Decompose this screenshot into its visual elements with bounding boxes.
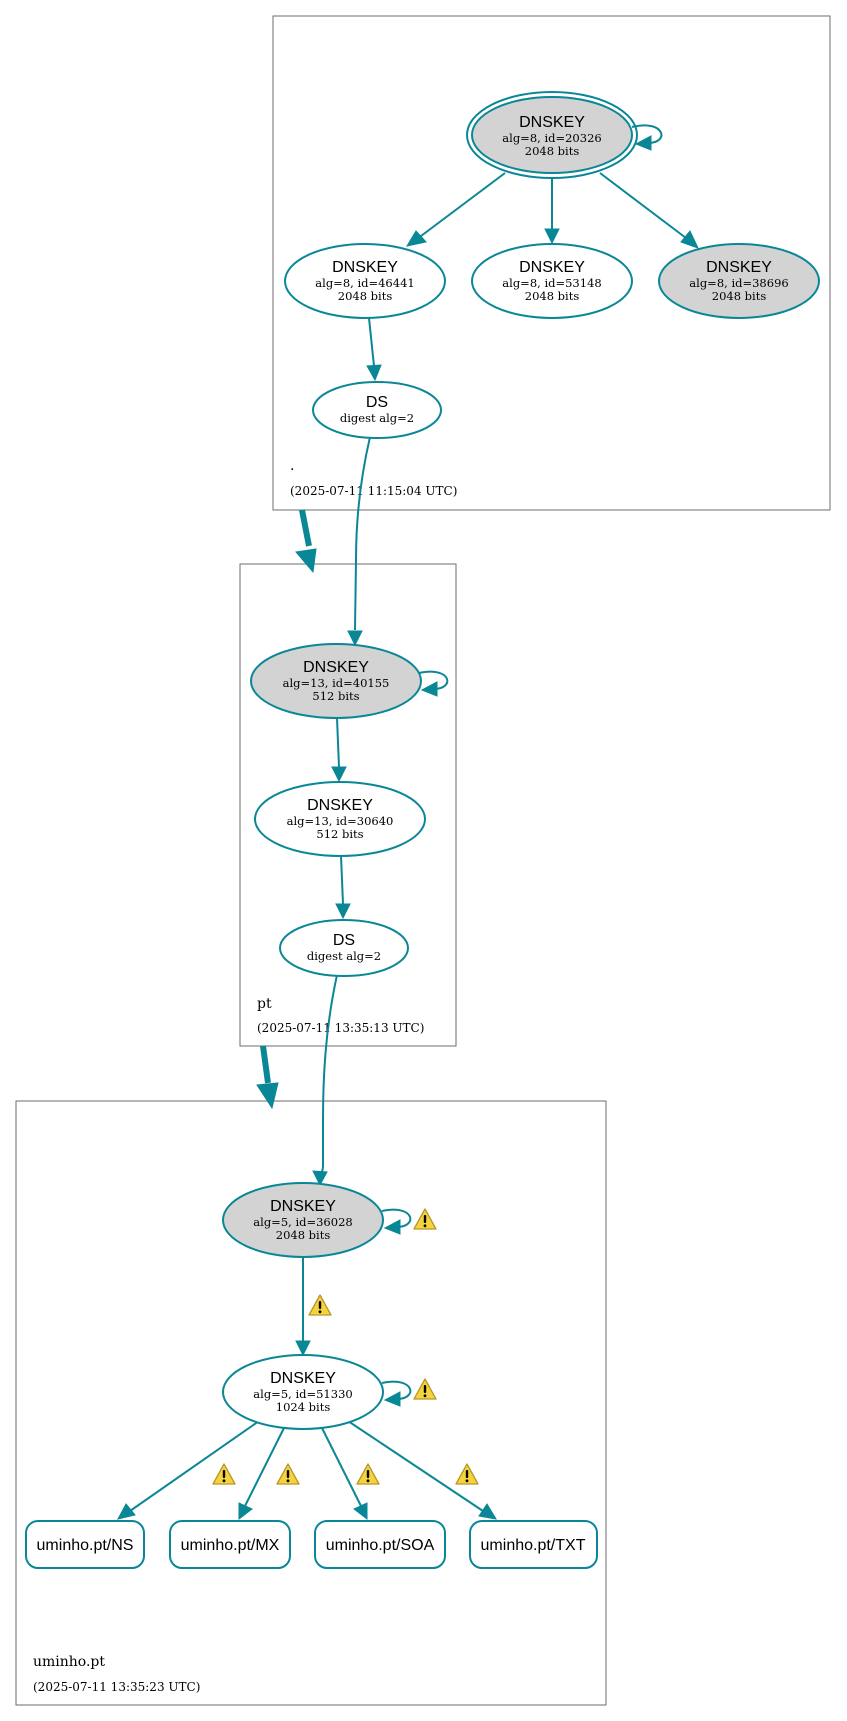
rrset-node-txt[interactable]: uminho.pt/TXT — [469, 1520, 598, 1569]
rrset-label: uminho.pt/NS — [37, 1537, 134, 1554]
ds-title: DS — [333, 932, 355, 949]
dnskey-bits: 2048 bits — [525, 289, 580, 303]
edge-root-ksk-to-k53148 — [544, 178, 560, 245]
edge-uminho-zsk-to-soa — [320, 1425, 368, 1521]
zone-root-name: . — [290, 458, 294, 474]
dnskey-node-46441[interactable]: DNSKEY alg=8, id=46441 2048 bits — [284, 243, 446, 319]
edge-pt-zsk-to-ds — [335, 855, 351, 920]
edge-uminho-ksk-to-zsk — [295, 1257, 311, 1357]
zone-root-timestamp: (2025-07-11 11:15:04 UTC) — [290, 484, 457, 498]
dnskey-node-53148[interactable]: DNSKEY alg=8, id=53148 2048 bits — [471, 243, 633, 319]
edge-pt-ksk-to-zsk — [331, 717, 347, 783]
dnskey-alg-id: alg=8, id=53148 — [502, 276, 601, 290]
edge-root-ds-to-pt-ksk — [347, 436, 371, 647]
dnskey-bits: 2048 bits — [276, 1228, 331, 1242]
ds-title: DS — [366, 394, 388, 411]
rrset-label: uminho.pt/MX — [181, 1537, 280, 1554]
dnskey-title: DNSKEY — [303, 659, 369, 676]
dnskey-bits: 2048 bits — [712, 289, 767, 303]
dnskey-alg-id: alg=8, id=38696 — [689, 276, 788, 290]
zone-uminho-timestamp: (2025-07-11 13:35:23 UTC) — [33, 1680, 200, 1694]
dnskey-title: DNSKEY — [270, 1198, 336, 1215]
dnskey-node-40155[interactable]: DNSKEY alg=13, id=40155 512 bits — [250, 643, 422, 719]
dnskey-node-36028[interactable]: DNSKEY alg=5, id=36028 2048 bits — [222, 1182, 384, 1258]
rrset-node-soa[interactable]: uminho.pt/SOA — [314, 1520, 446, 1569]
dnskey-title: DNSKEY — [519, 114, 585, 131]
ds-digest-alg: digest alg=2 — [307, 949, 381, 963]
delegation-arrow-pt-uminho — [256, 1045, 279, 1110]
dnskey-bits: 1024 bits — [276, 1400, 331, 1414]
ds-digest-alg: digest alg=2 — [340, 411, 414, 425]
dnskey-alg-id: alg=5, id=51330 — [253, 1387, 352, 1401]
ds-node-root[interactable]: DS digest alg=2 — [312, 381, 442, 439]
dnskey-alg-id: alg=13, id=30640 — [287, 814, 394, 828]
dnskey-title: DNSKEY — [270, 1370, 336, 1387]
edge-root-k46441-to-ds — [366, 317, 382, 382]
edge-root-ksk-to-k46441 — [405, 172, 506, 247]
dnskey-title: DNSKEY — [706, 259, 772, 276]
dnskey-node-51330[interactable]: DNSKEY alg=5, id=51330 1024 bits — [222, 1354, 384, 1430]
dnskey-alg-id: alg=8, id=46441 — [315, 276, 414, 290]
edge-uminho-zsk-to-txt — [347, 1420, 497, 1520]
edge-root-ksk-to-k38696 — [599, 172, 699, 249]
rrset-label: uminho.pt/SOA — [326, 1537, 435, 1554]
rrset-node-mx[interactable]: uminho.pt/MX — [169, 1520, 291, 1569]
zone-pt-name: pt — [257, 996, 272, 1012]
dnskey-node-30640[interactable]: DNSKEY alg=13, id=30640 512 bits — [254, 781, 426, 857]
dnskey-bits: 2048 bits — [338, 289, 393, 303]
edge-uminho-zsk-self — [381, 1380, 412, 1407]
dnskey-title: DNSKEY — [519, 259, 585, 276]
dnskey-title: DNSKEY — [307, 797, 373, 814]
dnskey-node-38696[interactable]: DNSKEY alg=8, id=38696 2048 bits — [658, 243, 820, 319]
edge-uminho-zsk-to-mx — [238, 1425, 286, 1521]
edge-root-ksk-self — [631, 124, 663, 151]
edge-uminho-zsk-to-ns — [117, 1420, 260, 1520]
rrset-node-ns[interactable]: uminho.pt/NS — [25, 1520, 145, 1569]
edge-uminho-ksk-self — [381, 1208, 412, 1235]
rrset-label: uminho.pt/TXT — [481, 1537, 586, 1554]
dnskey-bits: 512 bits — [312, 689, 359, 703]
dnskey-alg-id: alg=8, id=20326 — [502, 131, 601, 145]
dnskey-alg-id: alg=13, id=40155 — [283, 676, 390, 690]
edge-pt-ds-to-uminho-ksk — [312, 974, 338, 1187]
zone-pt-timestamp: (2025-07-11 13:35:13 UTC) — [257, 1021, 424, 1035]
edge-pt-ksk-self — [418, 670, 449, 697]
dnskey-bits: 512 bits — [316, 827, 363, 841]
delegation-arrow-root-pt — [295, 509, 317, 574]
ds-node-pt[interactable]: DS digest alg=2 — [279, 919, 409, 977]
dnskey-node-20326[interactable]: DNSKEY alg=8, id=20326 2048 bits — [466, 91, 638, 179]
dnskey-alg-id: alg=5, id=36028 — [253, 1215, 352, 1229]
dnskey-bits: 2048 bits — [525, 144, 580, 158]
dnskey-title: DNSKEY — [332, 259, 398, 276]
zone-uminho-name: uminho.pt — [33, 1654, 105, 1670]
